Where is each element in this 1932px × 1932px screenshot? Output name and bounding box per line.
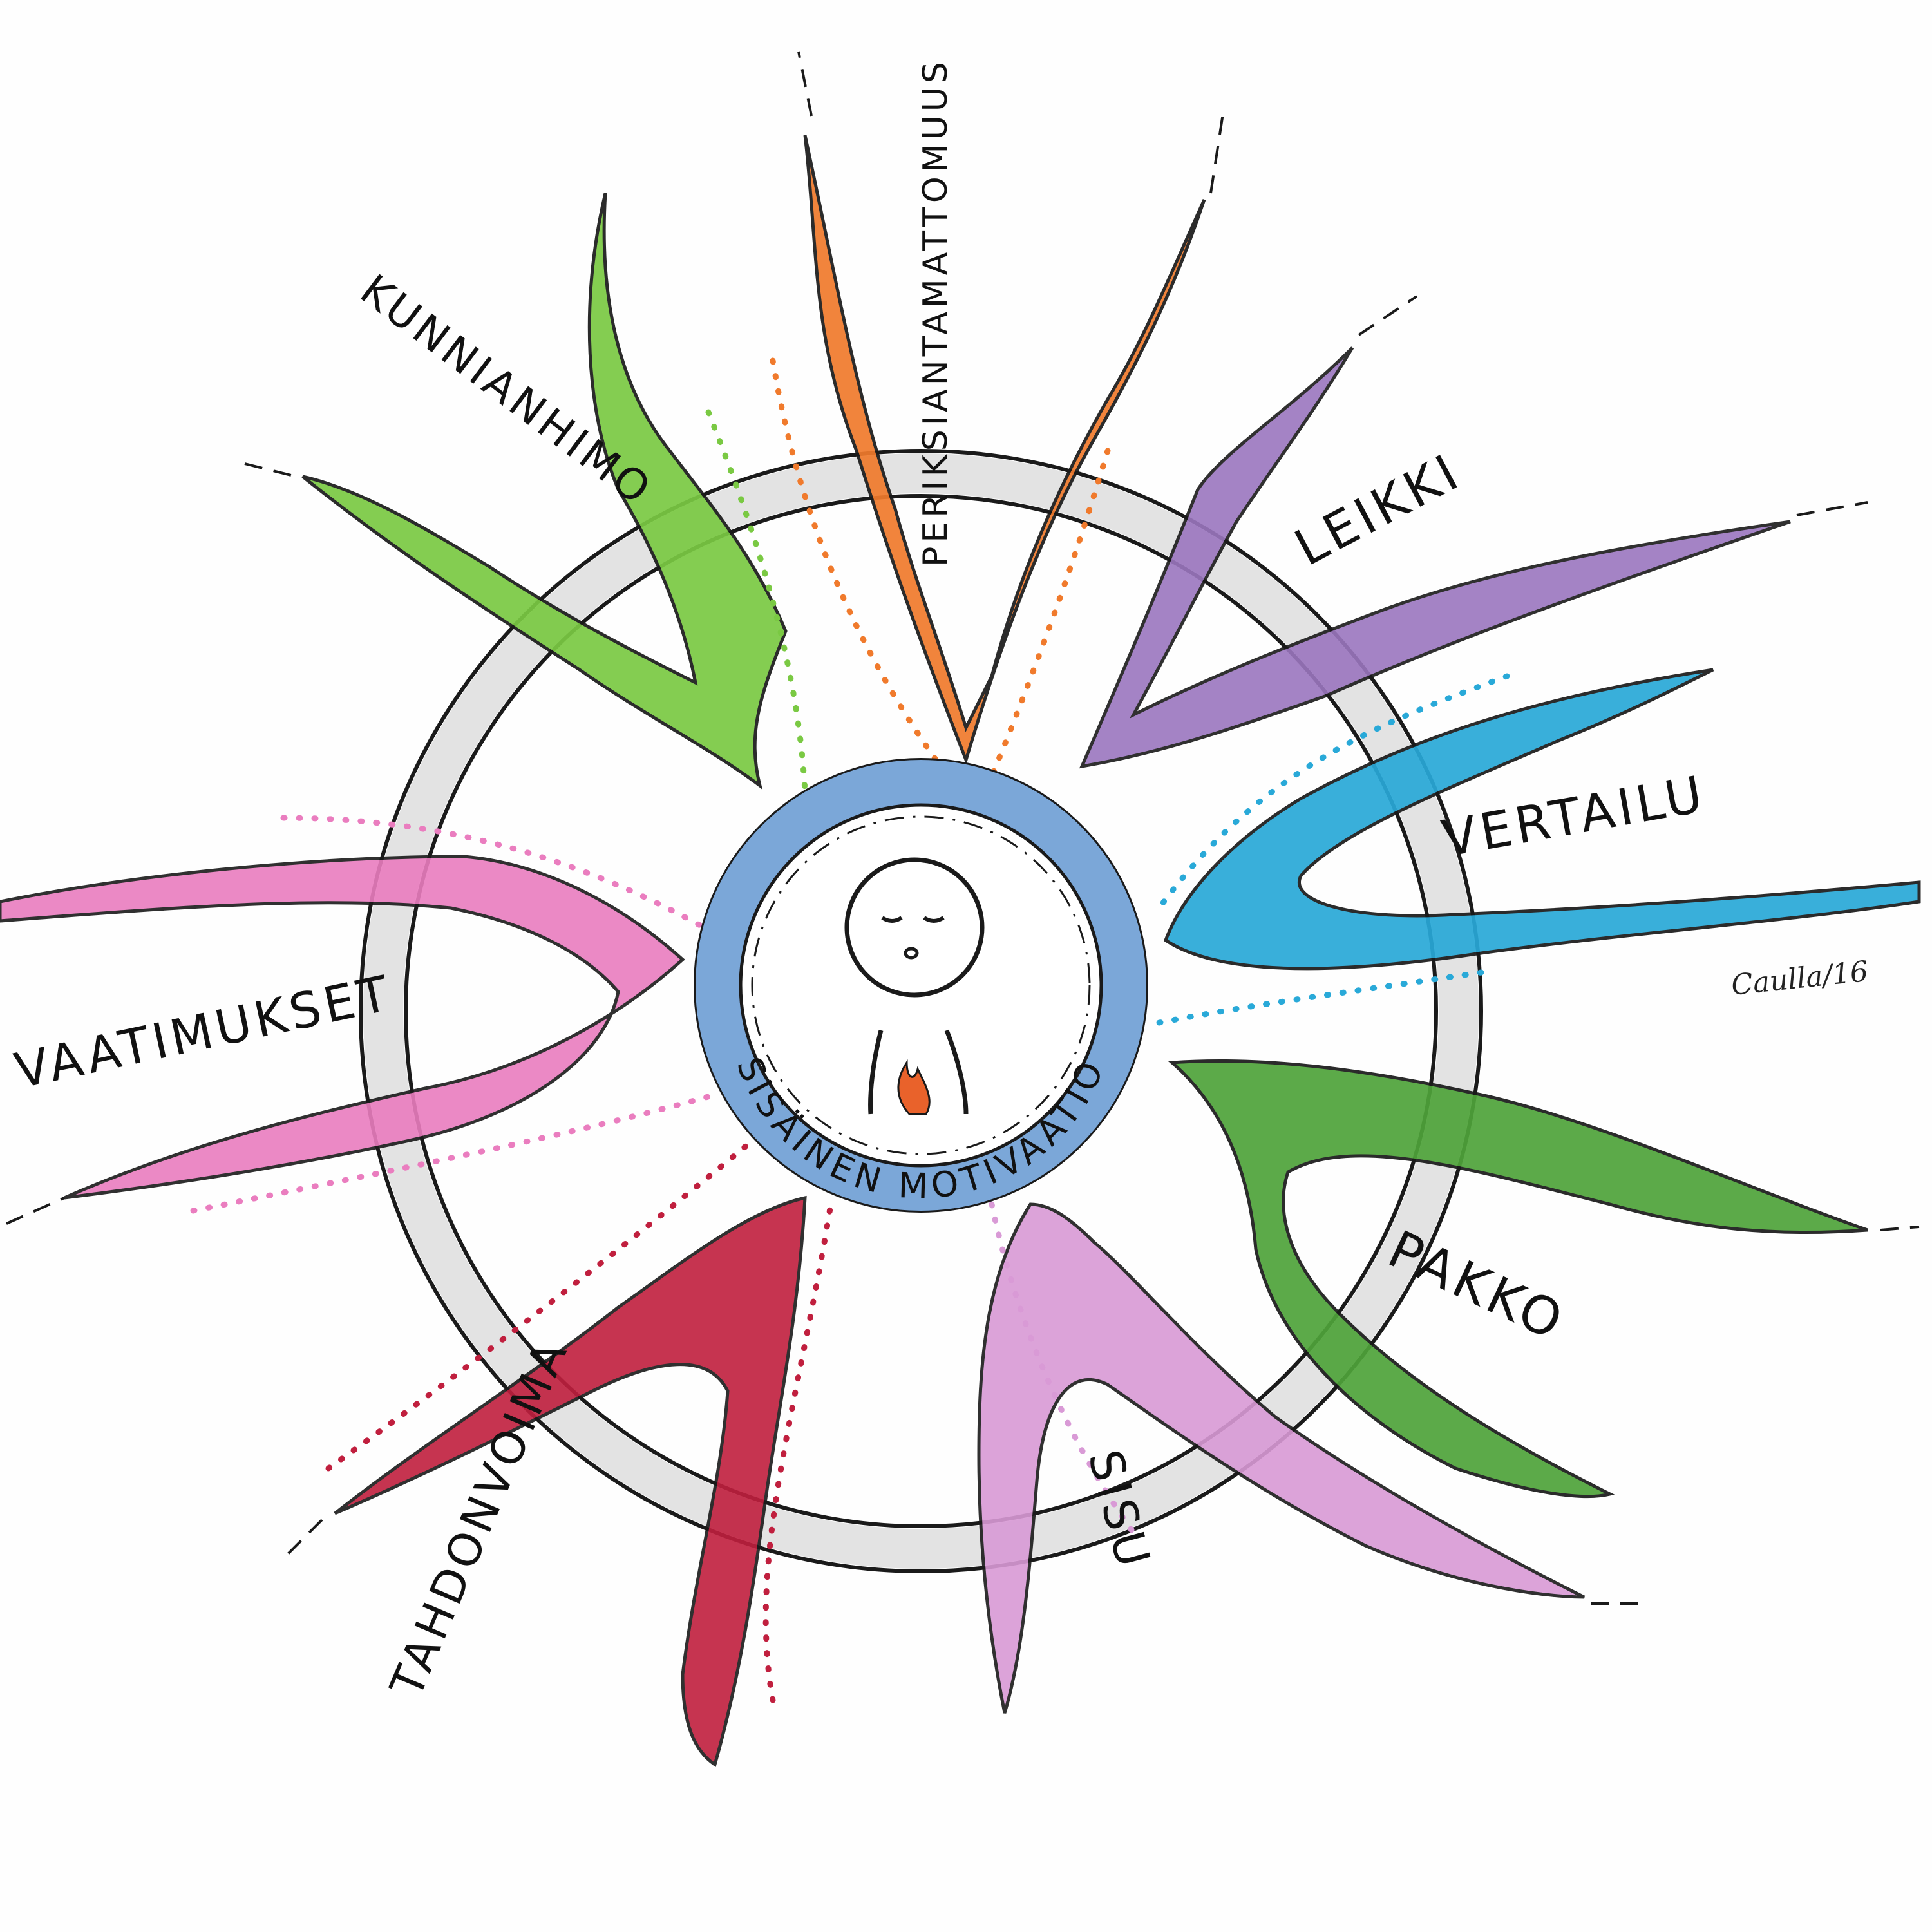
- dotted-lines: [190, 357, 1510, 1703]
- dotted-lilac: [989, 1201, 1137, 1536]
- signature: Caulla/16: [1730, 955, 1870, 1002]
- dash-2: [1209, 109, 1225, 194]
- person-figure: [844, 857, 985, 1115]
- dotted-blue-2: [1150, 969, 1484, 1027]
- ray-vertailu: [1163, 668, 1921, 971]
- ray-pakko: [1168, 1059, 1868, 1499]
- label-leikki: LEIKKI: [1286, 442, 1471, 578]
- person-eye-left: [881, 916, 903, 923]
- dotted-green: [705, 409, 808, 795]
- outer-wheel: [359, 449, 1483, 1573]
- person-body-left: [868, 1030, 884, 1115]
- dotted-pink: [280, 815, 718, 937]
- dash-1: [797, 51, 813, 117]
- motivation-rays: [0, 135, 1921, 1767]
- dotted-red-2: [762, 1201, 834, 1703]
- dash-8: [244, 462, 297, 478]
- label-tahdonvoima: TAHDONVOIMA: [380, 1331, 579, 1705]
- person-head: [844, 857, 985, 998]
- label-vaatimukset: VAATIMUKSET: [10, 964, 397, 1100]
- ray-sisu: [977, 1202, 1586, 1714]
- dash-3: [1358, 295, 1418, 336]
- flame-icon: [897, 1059, 931, 1115]
- dotted-orange: [770, 357, 963, 795]
- person-body-right: [944, 1029, 969, 1115]
- label-vertailu: VERTAILU: [1438, 765, 1710, 868]
- person-eye-right: [923, 916, 945, 923]
- ray-kunnianhimo: [301, 193, 788, 790]
- person-mouth: [904, 947, 919, 960]
- ray-vaatimukset: [0, 855, 685, 1200]
- dash-5: [1880, 1226, 1920, 1231]
- label-perik: PERIKSIANTAMATTOMUUS: [916, 58, 955, 567]
- ray-perik: [803, 135, 1206, 765]
- label-pakko: PAKKO: [1379, 1219, 1575, 1352]
- dashed-lines: [6, 51, 1920, 1605]
- dotted-orange-2: [982, 448, 1111, 795]
- dash-9: [282, 1519, 323, 1560]
- dotted-blue: [1156, 673, 1510, 911]
- dash-4: [1796, 501, 1868, 516]
- ray-tahdonvoima: [334, 1195, 807, 1767]
- ray-leikki: [1079, 346, 1791, 769]
- dash-7: [6, 1197, 65, 1225]
